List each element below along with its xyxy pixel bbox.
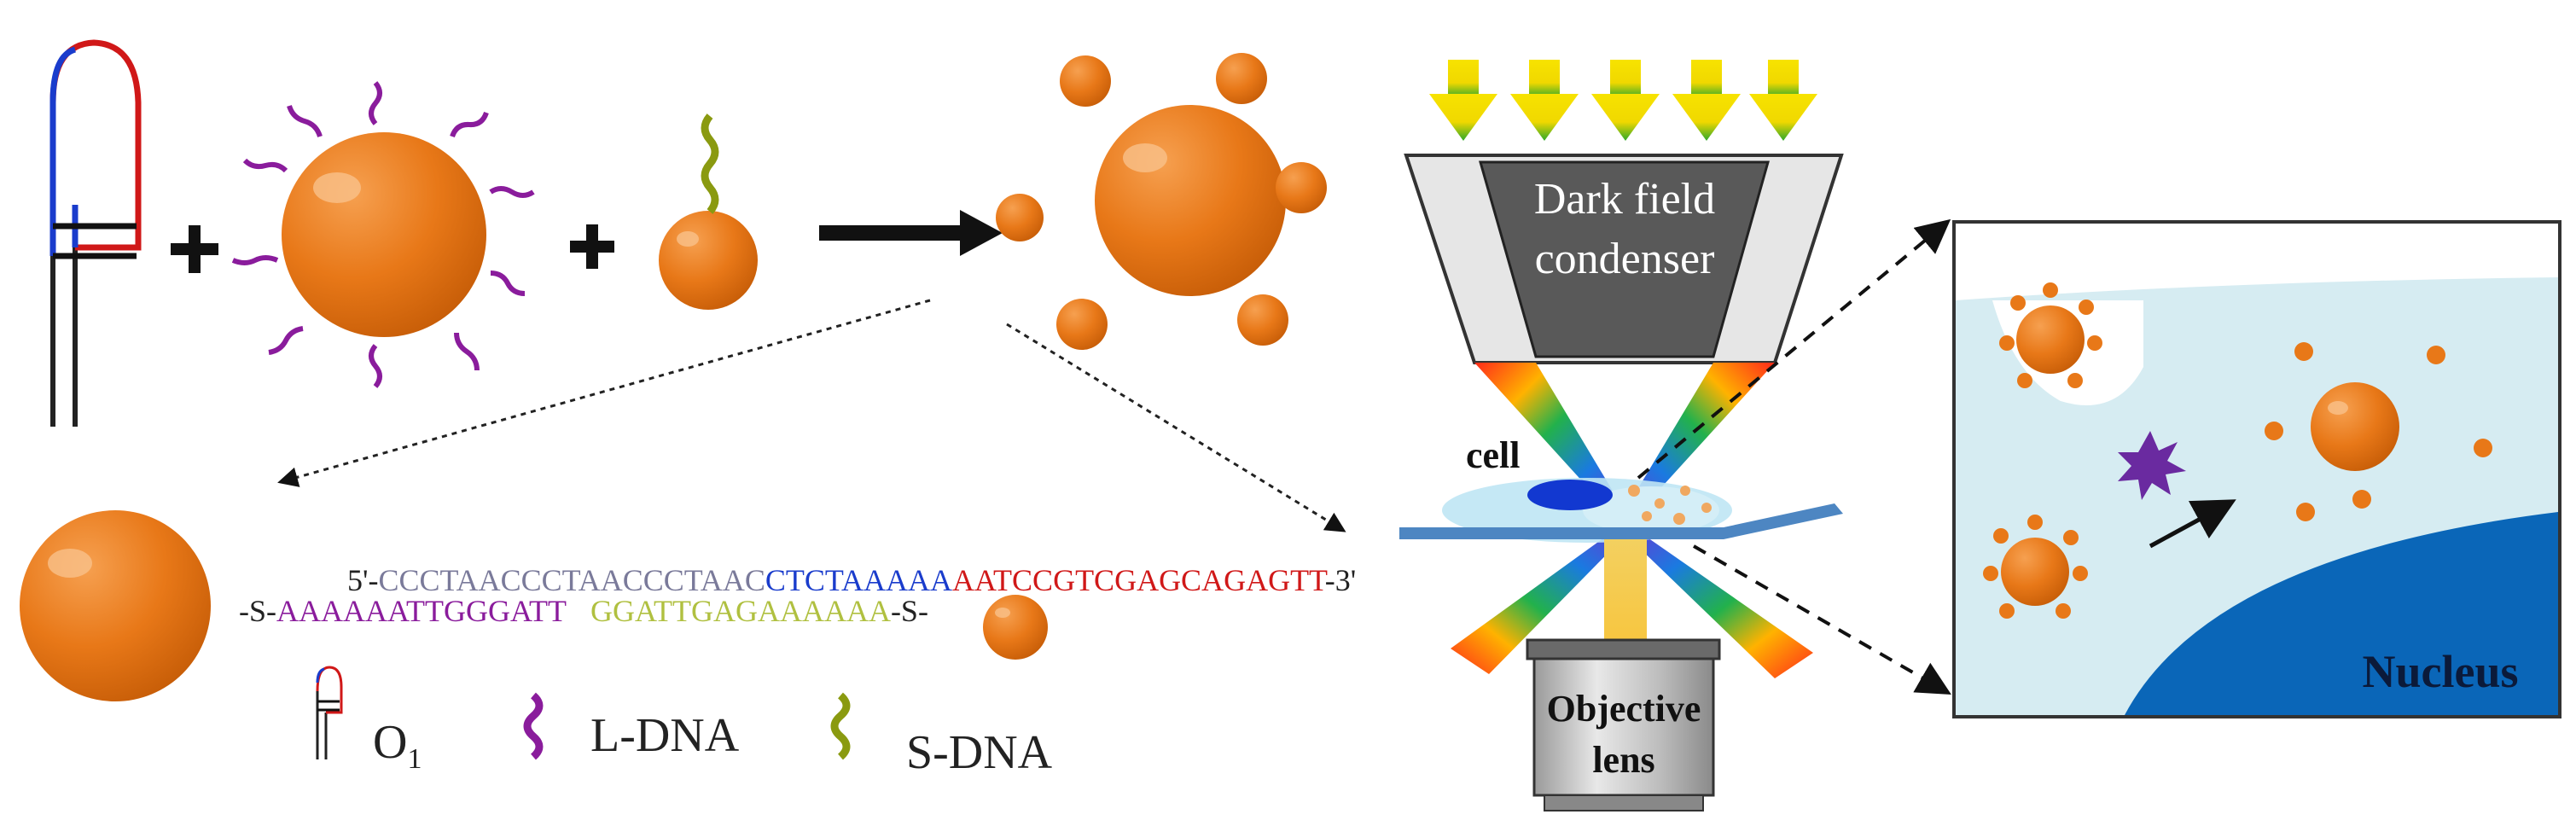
nucleus [2125,512,2558,715]
top-strand: 5'-CCCTAACCCTAACCCTAACCTCTAAAAAAATCCGTCG… [347,563,1356,597]
bottom-prefix: -S- [239,594,276,628]
legend-o1-label: O1 [373,716,422,775]
small-particle-with-s-dna [659,113,758,310]
sample-slide: cell [1399,434,1843,543]
top-seg3: AATCCGTCGAGCAGAGTT [952,563,1328,597]
cell-inset: Nucleus [1952,220,2561,718]
trigger-star [2118,431,2186,500]
satellite-assembly [996,53,1327,350]
detail-small-particle [983,595,1048,660]
detail-large-particle [20,510,211,701]
legend-o1: O1 [316,666,422,775]
glass-slide [1399,527,1724,539]
objective-lens: Objective lens [1526,638,1721,811]
zoom-line-top [1637,218,1951,480]
condenser-label-line1: Dark field [1534,175,1715,224]
objective-label-line2: lens [1592,739,1654,781]
cell-label: cell [1466,434,1521,476]
bottom-seg1: AAAAAATTGGGATT [276,594,567,628]
release-arrow [2149,499,2236,549]
top-seg1: CCCTAACCCTAACCCTAAC [378,563,765,597]
zoom-line-bottom [1693,544,1951,695]
released-core [2311,382,2399,471]
large-particle-with-l-dna [231,81,535,388]
inset-satellite-2 [1983,515,2088,619]
cell-body [1527,480,1613,510]
nucleus-label: Nucleus [2362,646,2518,697]
light-arrows [1429,60,1817,141]
transmitted-beam [1604,539,1647,642]
bottom-seg2: GGATTGAGAAAAAA [590,594,891,628]
objective-label-line1: Objective [1547,688,1701,730]
top-seg2: CTCTAAAAA [765,563,952,597]
bottom-suffix: -S- [891,594,928,628]
pointer-to-microscope [1006,323,1346,532]
legend-s-dna-label: S-DNA [906,726,1053,779]
legend-l-dna-label: L-DNA [590,709,740,762]
top-prefix: 5'- [347,563,378,597]
sample-particles [1628,485,1712,525]
legend-l-dna: L-DNA [523,692,740,762]
l-dna-strands [231,81,535,388]
top-suffix: -3' [1325,563,1356,597]
plus-sign-2 [570,224,614,269]
plus-sign-1 [171,225,218,273]
hairpin-probe [49,39,142,427]
dark-field-condenser: Dark field condenser [1404,154,1844,364]
released-satellites [2265,342,2492,521]
condenser-label-line2: condenser [1535,235,1715,283]
legend-s-dna: S-DNA [830,692,1053,779]
inset-satellite-1 [1999,282,2102,388]
legend: O1 L-DNA S-DNA [316,666,1053,779]
reaction-arrow [819,210,1003,256]
